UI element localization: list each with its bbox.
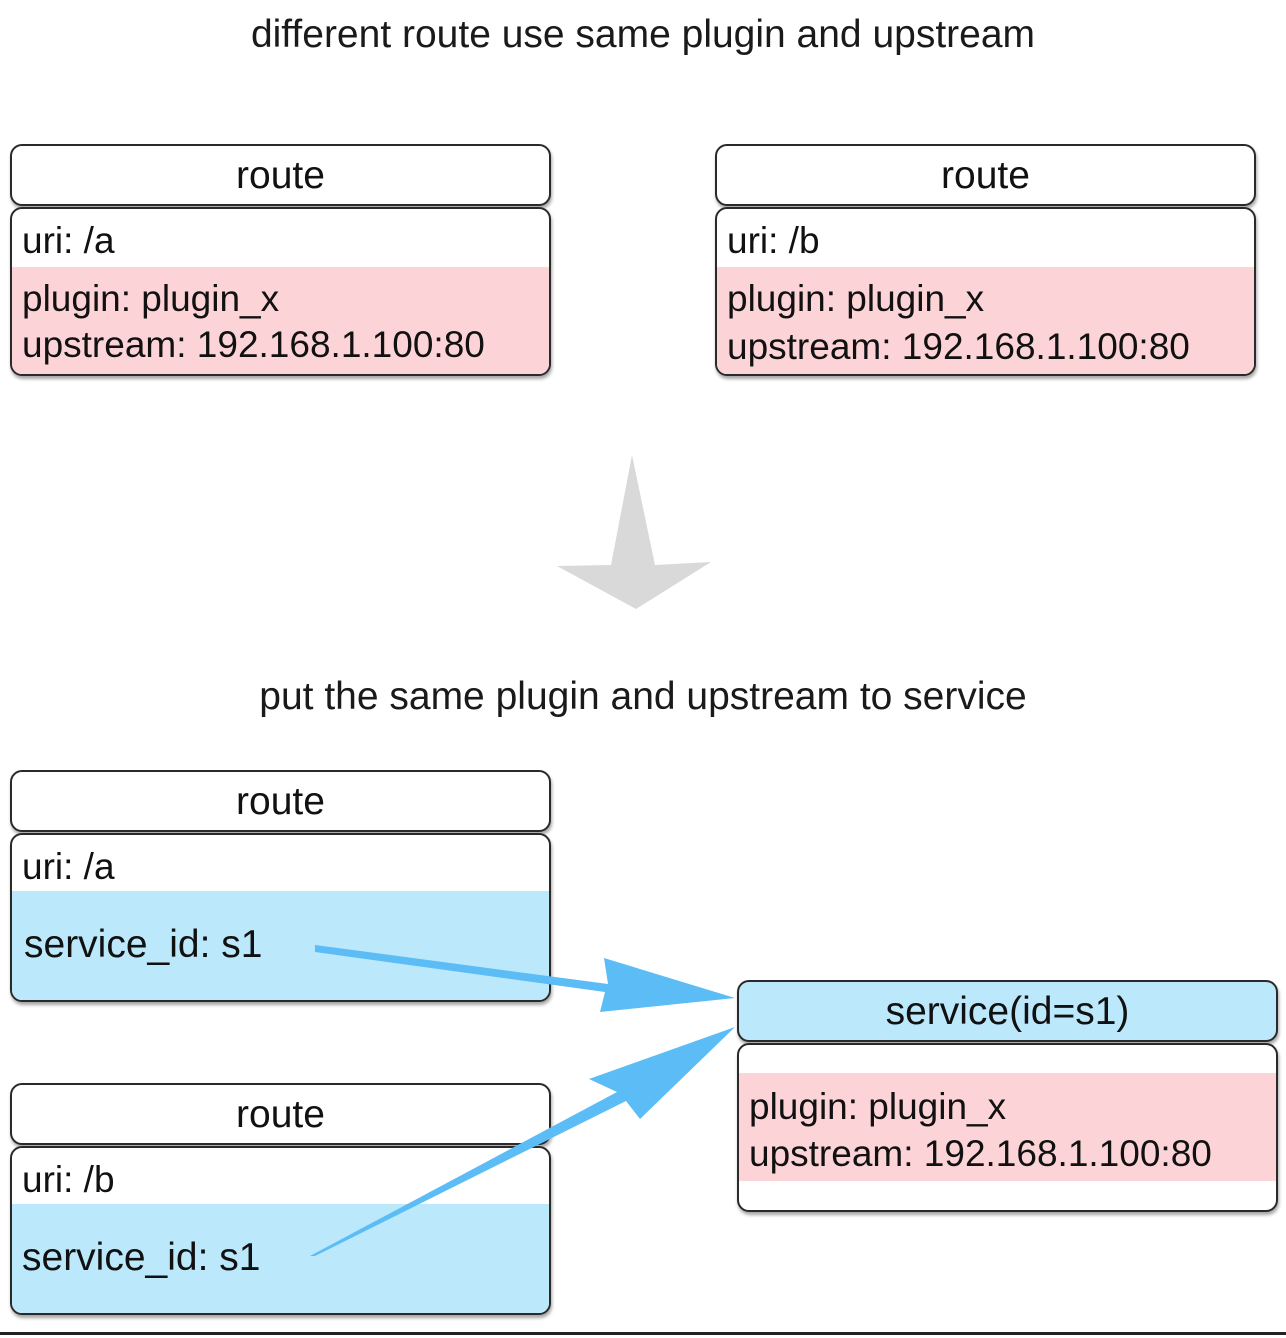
service-box: service(id=s1) plugin: plugin_x upstream… — [737, 980, 1278, 1214]
bottom-route-b-body: uri: /b service_id: s1 — [10, 1146, 551, 1315]
bottom-route-b-service-id: service_id: s1 — [22, 1236, 261, 1279]
top-route-b: route uri: /b plugin: plugin_x upstream:… — [715, 144, 1256, 378]
top-route-b-upstream: upstream: 192.168.1.100:80 — [727, 326, 1190, 367]
top-route-b-title: route — [715, 144, 1256, 206]
bottom-route-a-uri: uri: /a — [22, 846, 115, 887]
top-route-a-plugin: plugin: plugin_x — [22, 278, 280, 319]
link-arrow-route-b — [310, 1027, 735, 1256]
bottom-route-b-title: route — [10, 1083, 551, 1145]
top-route-b-body: uri: /b plugin: plugin_x upstream: 192.1… — [715, 207, 1256, 376]
top-route-a-plugin-band — [12, 267, 549, 374]
transform-arrow — [557, 455, 711, 609]
service-upstream: upstream: 192.168.1.100:80 — [749, 1133, 1212, 1174]
top-route-a-body: uri: /a plugin: plugin_x upstream: 192.1… — [10, 207, 551, 376]
bottom-route-b-uri: uri: /b — [22, 1159, 115, 1200]
top-route-b-plugin-band — [717, 267, 1254, 374]
service-body: plugin: plugin_x upstream: 192.168.1.100… — [737, 1043, 1278, 1212]
caption-middle: put the same plugin and upstream to serv… — [259, 675, 1027, 718]
bottom-route-a-title: route — [10, 770, 551, 832]
top-route-a-title: route — [10, 144, 551, 206]
top-route-a-upstream: upstream: 192.168.1.100:80 — [22, 324, 485, 365]
bottom-route-b: route uri: /b service_id: s1 — [10, 1083, 551, 1317]
bottom-route-a-body: uri: /a service_id: s1 — [10, 833, 551, 1002]
bottom-divider — [0, 1332, 1286, 1335]
link-arrow-route-a — [315, 945, 735, 1012]
top-route-a: route uri: /a plugin: plugin_x upstream:… — [10, 144, 551, 378]
top-route-b-plugin: plugin: plugin_x — [727, 278, 985, 319]
service-title: service(id=s1) — [737, 980, 1278, 1042]
service-plugin-band — [739, 1073, 1276, 1181]
bottom-route-b-service-band — [12, 1204, 549, 1313]
service-plugin: plugin: plugin_x — [749, 1086, 1007, 1127]
bottom-route-a-service-band — [12, 891, 549, 1000]
top-route-a-uri: uri: /a — [22, 220, 115, 261]
caption-top: different route use same plugin and upst… — [250, 13, 1036, 56]
bottom-route-a: route uri: /a service_id: s1 — [10, 770, 551, 1004]
bottom-route-a-service-id: service_id: s1 — [24, 923, 263, 966]
top-route-b-uri: uri: /b — [727, 220, 820, 261]
